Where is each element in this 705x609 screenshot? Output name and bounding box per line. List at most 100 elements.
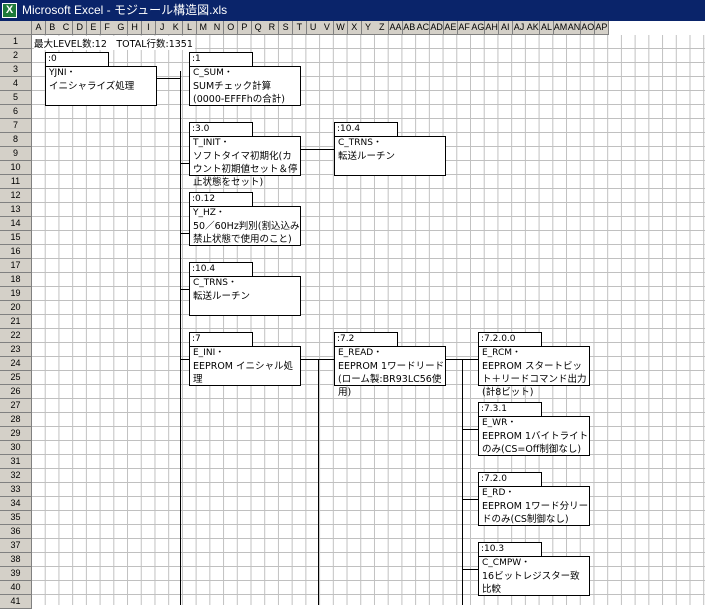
row-header[interactable]: 24 (0, 357, 32, 371)
row-header[interactable]: 1 (0, 35, 32, 49)
module-tab: :10.4 (189, 262, 253, 276)
column-header[interactable]: AA (388, 21, 403, 35)
module-box[interactable]: C_TRNS・ 転送ルーチン (189, 276, 301, 316)
row-header[interactable]: 40 (0, 581, 32, 595)
row-header[interactable]: 41 (0, 595, 32, 609)
row-header[interactable]: 3 (0, 63, 32, 77)
row-header[interactable]: 6 (0, 105, 32, 119)
column-header[interactable]: N (210, 21, 225, 35)
column-header[interactable]: W (334, 21, 349, 35)
column-header[interactable]: AC (416, 21, 431, 35)
row-header[interactable]: 31 (0, 455, 32, 469)
column-header[interactable]: AN (567, 21, 582, 35)
column-header[interactable]: AI (498, 21, 513, 35)
row-header[interactable]: 2 (0, 49, 32, 63)
column-header[interactable]: AF (457, 21, 472, 35)
column-header[interactable]: M (196, 21, 211, 35)
row-header[interactable]: 12 (0, 189, 32, 203)
column-header[interactable]: L (183, 21, 198, 35)
column-header[interactable]: E (86, 21, 101, 35)
module-box[interactable]: C_TRNS・ 転送ルーチン (334, 136, 446, 176)
row-header[interactable]: 10 (0, 161, 32, 175)
column-header[interactable]: R (265, 21, 280, 35)
cell-grid[interactable] (32, 35, 705, 605)
row-header[interactable]: 37 (0, 539, 32, 553)
column-header[interactable]: AO (581, 21, 596, 35)
column-header[interactable]: AP (594, 21, 609, 35)
column-header[interactable]: T (292, 21, 307, 35)
row-header[interactable]: 33 (0, 483, 32, 497)
module-box[interactable]: T_INIT・ ソフトタイマ初期化(カウント初期値セット＆停止状態をセット) (189, 136, 301, 188)
column-header[interactable]: K (169, 21, 184, 35)
select-all-corner[interactable] (0, 21, 32, 35)
row-header[interactable]: 7 (0, 119, 32, 133)
module-box[interactable]: E_RCM・ EEPROM スタートビット＋リードコマンド出力(計8ビット) (478, 346, 590, 398)
module-box[interactable]: E_READ・ EEPROM 1ワードリード(ローム製:BR93LC56使用) (334, 346, 446, 398)
row-header[interactable]: 21 (0, 315, 32, 329)
module-box[interactable]: E_RD・ EEPROM 1ワード分リードのみ(CS制御なし) (478, 486, 590, 526)
module-box[interactable]: C_SUM・ SUMチェック計算(0000-EFFFhの合計) (189, 66, 301, 106)
column-header[interactable]: AJ (512, 21, 527, 35)
row-header[interactable]: 32 (0, 469, 32, 483)
column-header[interactable]: AM (553, 21, 568, 35)
row-header[interactable]: 22 (0, 329, 32, 343)
row-header[interactable]: 13 (0, 203, 32, 217)
row-header[interactable]: 25 (0, 371, 32, 385)
row-header[interactable]: 39 (0, 567, 32, 581)
row-header[interactable]: 19 (0, 287, 32, 301)
row-header[interactable]: 9 (0, 147, 32, 161)
column-header[interactable]: A (32, 21, 46, 35)
row-header[interactable]: 18 (0, 273, 32, 287)
row-header[interactable]: 16 (0, 245, 32, 259)
row-header[interactable]: 20 (0, 301, 32, 315)
column-header[interactable]: Q (251, 21, 266, 35)
column-header[interactable]: O (224, 21, 239, 35)
row-header[interactable]: 28 (0, 413, 32, 427)
column-header[interactable]: I (141, 21, 156, 35)
module-desc: EEPROM 1ワードリード(ローム製:BR93LC56使用) (338, 361, 445, 398)
column-header[interactable]: P (237, 21, 252, 35)
module-box[interactable]: C_CMPW・ 16ビットレジスター致比較 (478, 556, 590, 596)
column-header[interactable]: G (114, 21, 129, 35)
row-header[interactable]: 30 (0, 441, 32, 455)
module-box[interactable]: YJNI・ イニシャライズ処理 (45, 66, 157, 106)
row-header[interactable]: 29 (0, 427, 32, 441)
column-header[interactable]: V (320, 21, 335, 35)
row-header[interactable]: 4 (0, 77, 32, 91)
column-header[interactable]: AK (526, 21, 541, 35)
column-header[interactable]: S (279, 21, 294, 35)
column-header[interactable]: Y (361, 21, 376, 35)
row-header[interactable]: 27 (0, 399, 32, 413)
row-header[interactable]: 34 (0, 497, 32, 511)
row-header[interactable]: 5 (0, 91, 32, 105)
row-header[interactable]: 11 (0, 175, 32, 189)
column-header[interactable]: AE (443, 21, 458, 35)
column-header[interactable]: C (59, 21, 74, 35)
row-header[interactable]: 17 (0, 259, 32, 273)
module-box[interactable]: E_INI・ EEPROM イニシャル処理 (189, 346, 301, 386)
column-header[interactable]: AH (485, 21, 500, 35)
row-header[interactable]: 8 (0, 133, 32, 147)
row-header[interactable]: 15 (0, 231, 32, 245)
row-header[interactable]: 35 (0, 511, 32, 525)
column-header[interactable]: J (155, 21, 170, 35)
column-header[interactable]: F (100, 21, 115, 35)
row-header[interactable]: 14 (0, 217, 32, 231)
row-header[interactable]: 36 (0, 525, 32, 539)
column-header[interactable]: D (73, 21, 88, 35)
column-header[interactable]: H (128, 21, 143, 35)
module-box[interactable]: Y_HZ・ 50／60Hz判別(割込込み禁止状態で使用のこと) (189, 206, 301, 246)
column-header[interactable]: AD (430, 21, 445, 35)
column-header[interactable]: AG (471, 21, 486, 35)
column-header[interactable]: X (347, 21, 362, 35)
row-header[interactable]: 38 (0, 553, 32, 567)
column-header[interactable]: U (306, 21, 321, 35)
row-header[interactable]: 23 (0, 343, 32, 357)
column-header[interactable]: AB (402, 21, 417, 35)
column-header[interactable]: B (45, 21, 60, 35)
module-box[interactable]: E_WR・ EEPROM 1バイトライトのみ(CS=Off制御なし) (478, 416, 590, 456)
row-header[interactable]: 26 (0, 385, 32, 399)
column-header[interactable]: Z (375, 21, 390, 35)
column-header[interactable]: AL (540, 21, 554, 35)
